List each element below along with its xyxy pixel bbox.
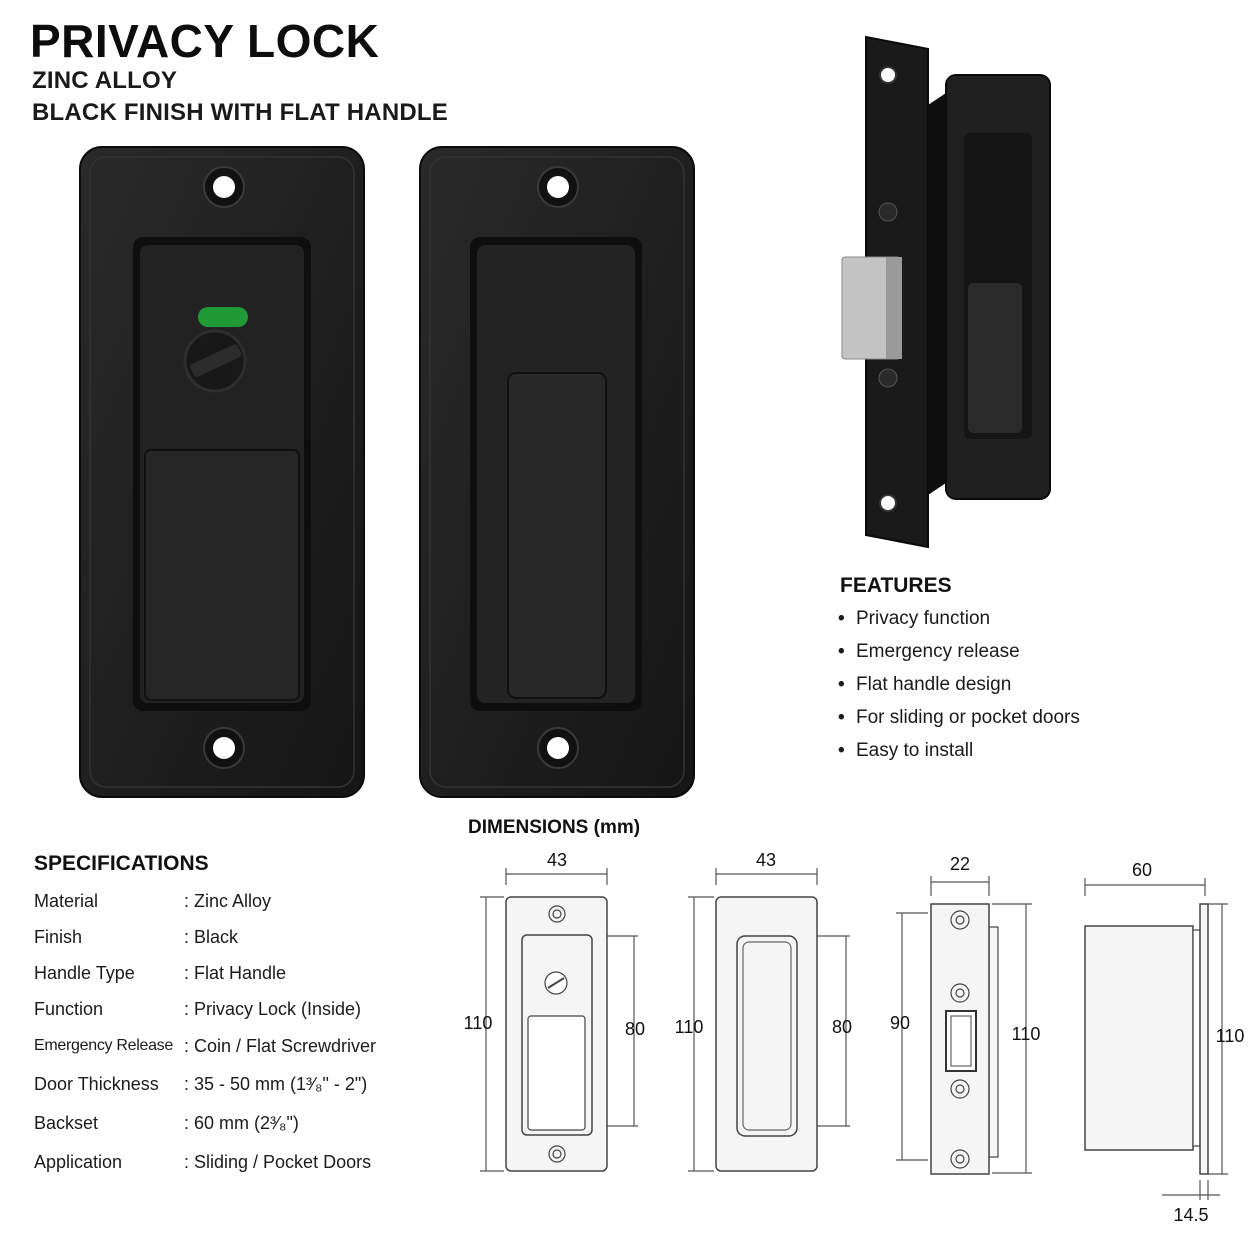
dimensions-drawing: 43 110 80 43 110 80 22 90 110 60 110 14.… (464, 850, 1245, 1225)
subtitle-material: ZINC ALLOY (32, 67, 178, 94)
specifications-title: SPECIFICATIONS (34, 852, 209, 875)
spec-row-door-thickness: Door Thickness: 35 - 50 mm (1³⁄₈" - 2") (34, 1074, 368, 1094)
dimension-view-side-profile (1084, 878, 1228, 1200)
dim-view1-height: 110 (464, 1013, 493, 1033)
dimension-view-faceplate (896, 876, 1032, 1175)
dim-view3-width: 22 (950, 854, 970, 874)
dim-view3-height: 90 (890, 1013, 910, 1033)
dim-view4-depth: 14.5 (1173, 1205, 1208, 1225)
dimensions-title: DIMENSIONS (mm) (468, 817, 641, 838)
dim-view4-width: 60 (1132, 860, 1152, 880)
dim-view1-inner: 80 (625, 1019, 645, 1039)
dimension-view-privacy-side (480, 868, 638, 1172)
dim-view3-height2: 110 (1012, 1024, 1041, 1044)
subtitle-finish: BLACK FINISH WITH FLAT HANDLE (32, 99, 448, 126)
dim-view2-width: 43 (756, 850, 776, 870)
spec-row-material: Material: Zinc Alloy (34, 891, 272, 911)
dim-view2-height: 110 (675, 1017, 704, 1037)
dimension-view-handle-side (688, 868, 850, 1172)
feature-item: •Emergency release (838, 641, 1020, 662)
feature-item: •For sliding or pocket doors (838, 707, 1080, 728)
feature-item: •Privacy function (838, 608, 991, 629)
dim-view1-width: 43 (547, 850, 567, 870)
spec-row-application: Application: Sliding / Pocket Doors (34, 1152, 372, 1172)
features-list: •Privacy function •Emergency release •Fl… (838, 604, 1080, 769)
feature-item: •Flat handle design (838, 674, 1012, 695)
product-handle-side-image (419, 146, 695, 798)
dim-view2-inner: 80 (832, 1017, 852, 1037)
feature-item: •Easy to install (838, 740, 974, 761)
spec-row-function: Function: Privacy Lock (Inside) (34, 999, 362, 1019)
features-title: FEATURES (840, 574, 952, 597)
spec-row-handle-type: Handle Type: Flat Handle (34, 963, 287, 983)
product-perspective-image (841, 35, 1051, 549)
page-title: PRIVACY LOCK (30, 15, 380, 67)
spec-row-finish: Finish: Black (34, 927, 239, 947)
spec-row-emergency-release: Emergency Release: Coin / Flat Screwdriv… (34, 1036, 377, 1056)
product-privacy-side-image (79, 146, 365, 798)
dim-view4-height: 110 (1216, 1026, 1245, 1046)
spec-row-backset: Backset: 60 mm (2³⁄₈") (34, 1113, 299, 1133)
